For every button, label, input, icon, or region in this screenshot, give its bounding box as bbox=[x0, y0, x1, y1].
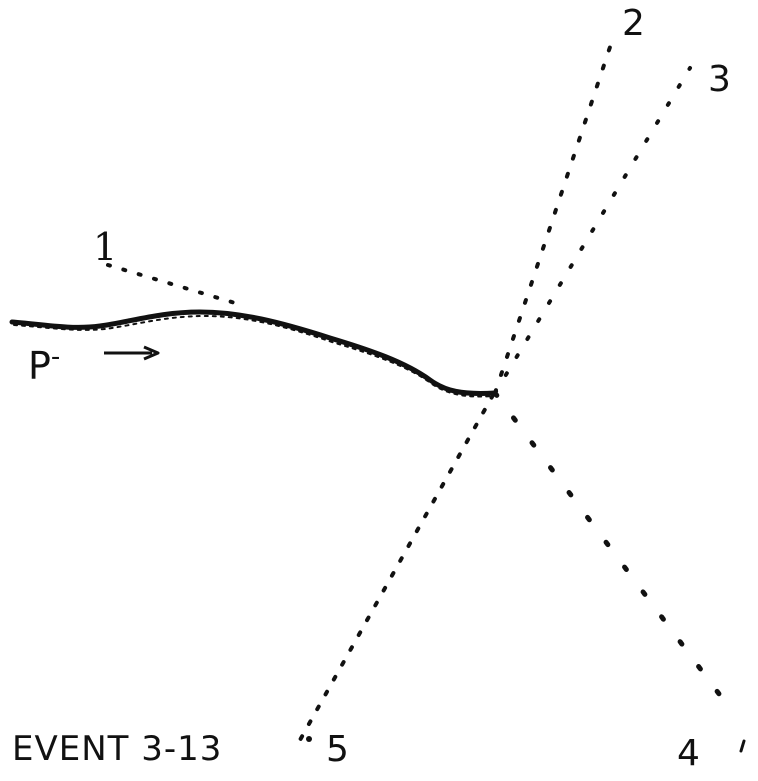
track-5 bbox=[298, 393, 495, 742]
beam-track bbox=[9, 309, 498, 396]
beam-particle-symbol: P bbox=[28, 344, 51, 388]
track-5-label: 5 bbox=[326, 729, 349, 770]
track-2 bbox=[493, 36, 615, 395]
label-5-dot bbox=[306, 736, 312, 742]
label-4-tick bbox=[739, 739, 746, 753]
track-3-label: 3 bbox=[708, 59, 731, 100]
beam-particle-label: P- bbox=[28, 344, 60, 385]
event-label: EVENT 3-13 bbox=[12, 729, 223, 769]
track-2-label: 2 bbox=[622, 3, 645, 44]
track-4-label: 4 bbox=[677, 733, 700, 774]
beam-track-texture bbox=[13, 314, 493, 398]
beam-particle-charge: - bbox=[50, 342, 61, 372]
beam-arrow-head bbox=[143, 345, 160, 361]
track-3 bbox=[493, 66, 692, 395]
track-1 bbox=[106, 263, 237, 305]
track-1-label: 1 bbox=[93, 225, 118, 269]
track-4 bbox=[492, 390, 731, 709]
